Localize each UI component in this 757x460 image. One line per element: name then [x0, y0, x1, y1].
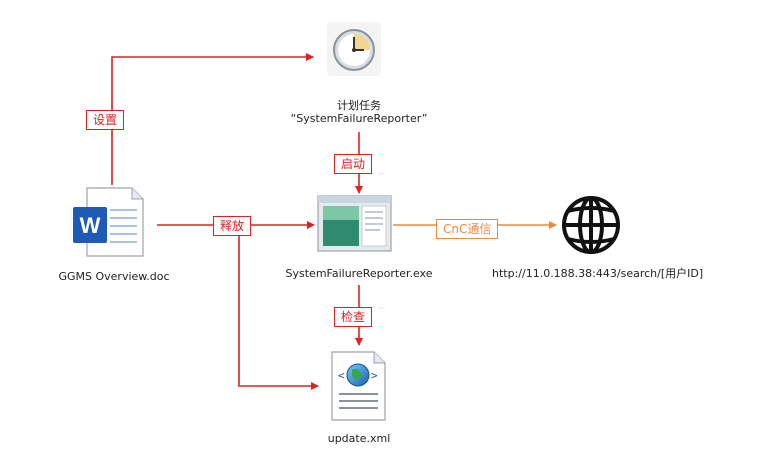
- scheduled-task-label: 计划任务: [337, 99, 381, 112]
- clock-icon: [327, 22, 381, 76]
- exe-label: SystemFailureReporter.exe: [285, 267, 433, 280]
- doc-label: GGMS Overview.doc: [58, 270, 170, 283]
- svg-text:W: W: [80, 213, 101, 238]
- edge-label-check: 检查: [334, 307, 373, 327]
- edge-set-line: [111, 53, 314, 185]
- edge-label-launch: 启动: [334, 154, 373, 174]
- scheduled-task-name-label: “SystemFailureReporter”: [290, 112, 428, 125]
- edge-label-release: 释放: [213, 216, 252, 236]
- c2-url-label: http://11.0.188.38:443/search/[用户ID]: [492, 267, 704, 280]
- xml-label: update.xml: [327, 432, 391, 445]
- edge-release-xml-line: [238, 225, 319, 390]
- svg-text:<: <: [338, 369, 345, 382]
- word-document-icon: W: [73, 187, 144, 257]
- svg-text:>: >: [371, 369, 378, 382]
- globe-icon: [562, 196, 620, 254]
- application-window-icon: [317, 195, 392, 252]
- edge-label-set: 设置: [86, 110, 125, 130]
- xml-file-icon: < >: [331, 351, 386, 421]
- edge-label-cnc: CnC通信: [436, 219, 499, 239]
